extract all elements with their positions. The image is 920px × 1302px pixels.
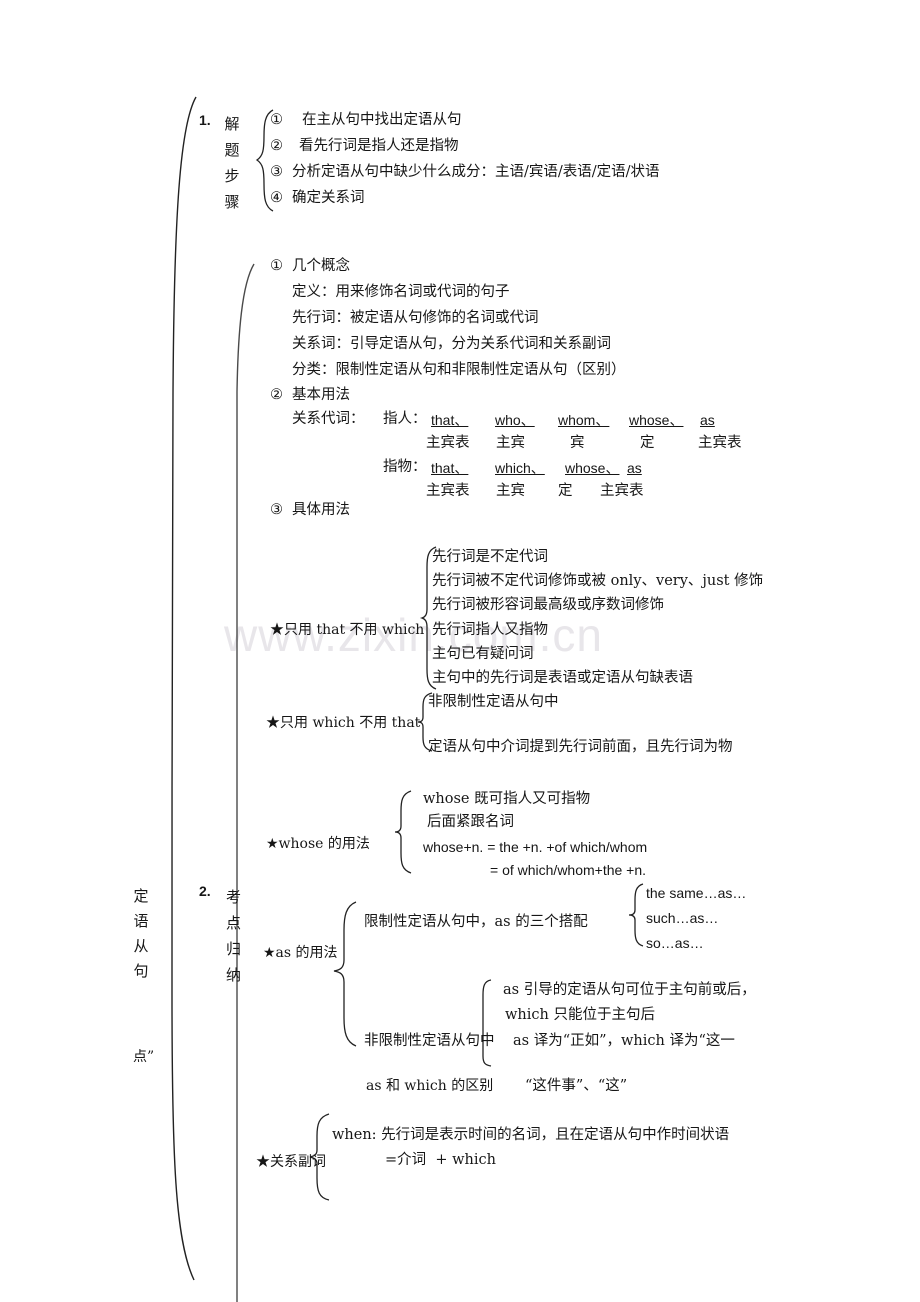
- as-which-diff-brace: [482, 979, 492, 1067]
- section1-item-text: 看先行词是指人还是指物: [299, 138, 459, 154]
- adverb-usage-line: when: 先行词是表示时间的名词，且在定语从句中作时间状语: [332, 1127, 730, 1143]
- person-word: whose、: [629, 412, 684, 428]
- whose-usage-item: 后面紧跟名词: [427, 814, 514, 830]
- person-word: whom、: [558, 412, 610, 428]
- only-which-label: ★只用 which 不用 that: [266, 715, 421, 731]
- as-which-diff-line: “这件事”、“这”: [525, 1078, 628, 1094]
- concepts-line: 定义：用来修饰名词或代词的句子: [292, 284, 510, 300]
- concepts-line: 分类：限制性定语从句和非限制性定语从句（区别）: [292, 362, 626, 378]
- as-collocation: so…as…: [646, 935, 704, 951]
- only-that-item: 先行词被形容词最高级或序数词修饰: [432, 597, 664, 613]
- only-that-item: 先行词被不定代词修饰或被 only、very、just 修饰: [432, 573, 764, 589]
- relative-pronoun-label: 关系代词：: [292, 411, 365, 427]
- whose-usage-item: = of which/whom+the +n.: [490, 862, 647, 878]
- as-collocation: the same…as…: [646, 885, 747, 901]
- as-which-diff-line: as 译为“正如”，which 译为“这一: [513, 1033, 735, 1049]
- person-role: 主宾表: [698, 435, 742, 451]
- adverb-usage-line: =介词 + which: [385, 1152, 496, 1168]
- section1-item-text: 在主从句中找出定语从句: [302, 112, 462, 128]
- thing-role: 定: [558, 483, 573, 499]
- only-that-item: 先行词指人又指物: [432, 622, 548, 638]
- section1-number: 1.: [199, 112, 211, 128]
- outer-brace: [171, 96, 197, 1281]
- section1-item-text: 分析定语从句中缺少什么成分：主语/宾语/表语/定语/状语: [292, 164, 660, 180]
- thing-role: 主宾: [496, 483, 525, 499]
- adverb-usage-label: ★关系副词: [256, 1154, 326, 1170]
- only-that-brace: [419, 546, 437, 690]
- section2-number: 2.: [199, 883, 211, 899]
- as-which-diff-line: as 引导的定语从句可位于主句前或后，: [503, 982, 756, 998]
- as-usage-label: ★as 的用法: [263, 945, 338, 961]
- basic-usage-title: 基本用法: [292, 387, 350, 403]
- thing-word: that、: [431, 460, 469, 476]
- section1-brace: [255, 109, 274, 212]
- section1-item-marker: ④: [270, 190, 283, 206]
- as-restrictive-label: 限制性定语从句中，as 的三个搭配: [364, 914, 588, 930]
- section1-vertical-label: 解 题 步 骤: [224, 115, 240, 211]
- person-word: as: [700, 412, 715, 428]
- thing-word: as: [627, 460, 642, 476]
- basic-usage-marker: ②: [270, 387, 283, 403]
- as-brace: [333, 901, 357, 1047]
- whose-usage-item: whose 既可指人又可指物: [423, 791, 591, 807]
- section2-vertical-label: 考 点 归 纳: [225, 888, 241, 984]
- concepts-line: 先行词：被定语从句修饰的名词或代词: [292, 310, 539, 326]
- person-word: who、: [495, 412, 535, 428]
- as-collocation-brace: [628, 883, 644, 947]
- watermark: www.zixin.com.cn: [224, 609, 603, 661]
- thing-word: whose、: [565, 460, 620, 476]
- as-which-diff-line: which 只能位于主句后: [505, 1007, 655, 1023]
- whose-brace: [394, 790, 412, 874]
- only-that-item: 主句中的先行词是表语或定语从句缺表语: [432, 670, 693, 686]
- concepts-title: 几个概念: [292, 258, 350, 274]
- person-word: that、: [431, 412, 469, 428]
- specific-usage-marker: ③: [270, 502, 283, 518]
- adverb-brace: [309, 1113, 330, 1201]
- specific-usage-title: 具体用法: [292, 502, 350, 518]
- thing-label: 指物：: [383, 459, 427, 475]
- as-which-diff-label: as 和 which 的区别: [366, 1078, 494, 1094]
- thing-word: which、: [495, 460, 545, 476]
- only-that-item: 先行词是不定代词: [432, 549, 548, 565]
- thing-role: 主宾表: [600, 483, 644, 499]
- section1-item-marker: ③: [270, 164, 283, 180]
- topic-tail-label: 点”: [133, 1049, 155, 1065]
- person-role: 宾: [570, 435, 585, 451]
- person-label: 指人：: [383, 411, 427, 427]
- section1-item-marker: ②: [270, 138, 283, 154]
- whose-usage-item: whose+n. = the +n. +of which/whom: [423, 839, 648, 855]
- person-role: 主宾: [496, 435, 525, 451]
- only-which-brace: [417, 692, 433, 752]
- section1-item-text: 确定关系词: [292, 190, 365, 206]
- person-role: 主宾表: [426, 435, 470, 451]
- whose-usage-label: ★whose 的用法: [266, 836, 370, 852]
- only-that-label: ★只用 that 不用 which: [270, 622, 425, 638]
- concepts-line: 关系词：引导定语从句，分为关系代词和关系副词: [292, 336, 611, 352]
- as-nonrestrictive-label: 非限制性定语从句中: [364, 1033, 495, 1049]
- only-which-item: 定语从句中介词提到先行词前面，且先行词为物: [428, 739, 733, 755]
- section2-brace: [236, 263, 255, 1302]
- section1-item-marker: ①: [270, 112, 283, 128]
- topic-vertical-label: 定 语 从 句: [133, 887, 149, 980]
- as-collocation: such…as…: [646, 910, 719, 926]
- only-that-item: 主句已有疑问词: [432, 646, 534, 662]
- person-role: 定: [640, 435, 655, 451]
- only-which-item: 非限制性定语从句中: [428, 694, 559, 710]
- concepts-marker: ①: [270, 258, 283, 274]
- thing-role: 主宾表: [426, 483, 470, 499]
